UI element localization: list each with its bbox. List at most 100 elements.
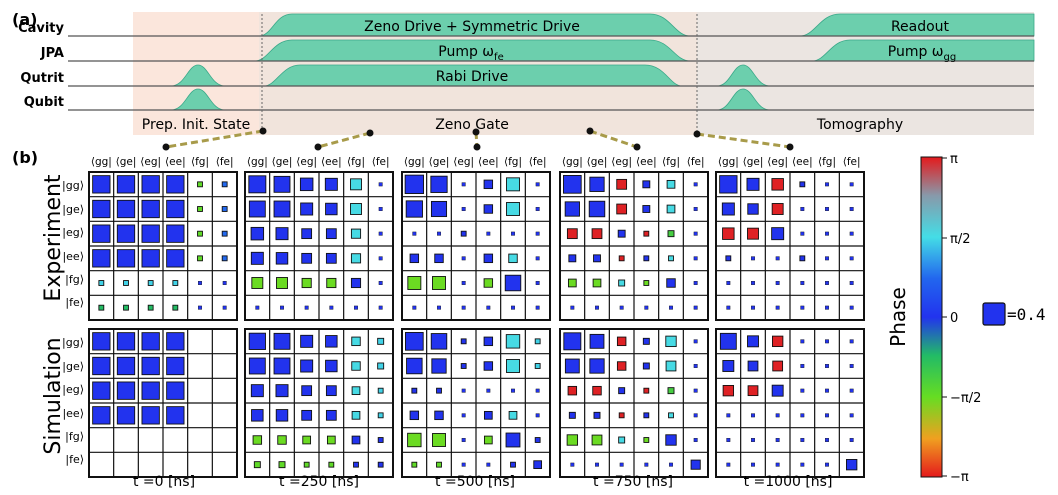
matrix-element-square bbox=[350, 277, 362, 289]
matrix-element-square bbox=[591, 228, 603, 240]
matrix-element-square bbox=[535, 256, 540, 261]
matrix-element-square bbox=[461, 305, 466, 310]
matrix-element-square bbox=[849, 305, 854, 310]
matrix-element-square bbox=[351, 435, 361, 445]
matrix-element-square bbox=[405, 332, 424, 351]
column-header: ⟨fe| bbox=[529, 156, 547, 168]
matrix-element-square bbox=[589, 333, 605, 349]
matrix-element-square bbox=[825, 182, 829, 187]
matrix-element-square bbox=[849, 339, 854, 344]
column-header: ⟨gg| bbox=[404, 156, 425, 168]
matrix-element-square bbox=[693, 388, 698, 393]
matrix-element-square bbox=[665, 434, 677, 446]
matrix-element-square bbox=[325, 252, 337, 264]
column-header: ⟨eg| bbox=[611, 156, 632, 168]
matrix-element-square bbox=[642, 180, 651, 189]
matrix-element-square bbox=[722, 360, 735, 372]
matrix-element-square bbox=[535, 388, 540, 393]
matrix-element-square bbox=[141, 199, 160, 219]
matrix-element-square bbox=[141, 332, 160, 351]
matrix-element-square bbox=[825, 413, 829, 418]
phase-gate-label: Zeno Gate bbox=[435, 117, 509, 133]
matrix-element-square bbox=[747, 335, 759, 348]
simulation-matrix-3 bbox=[559, 328, 709, 478]
matrix-element-square bbox=[772, 360, 784, 372]
matrix-element-square bbox=[141, 406, 160, 425]
matrix-element-square bbox=[166, 381, 185, 400]
matrix-element-square bbox=[377, 437, 384, 443]
matrix-element-square bbox=[849, 364, 854, 368]
matrix-element-square bbox=[461, 281, 466, 285]
matrix-element-square bbox=[461, 413, 466, 418]
row-label-jpa: JPA bbox=[40, 46, 64, 61]
matrix-element-square bbox=[617, 229, 626, 238]
matrix-element-square bbox=[589, 358, 605, 374]
matrix-element-square bbox=[483, 204, 494, 214]
matrix-element-square bbox=[771, 227, 785, 241]
matrix-element-square bbox=[434, 253, 444, 264]
scale-reference-square bbox=[982, 302, 1006, 326]
experiment-matrix-1 bbox=[244, 171, 394, 321]
matrix-element-square bbox=[248, 200, 266, 218]
matrix-element-square bbox=[275, 252, 289, 265]
matrix-element-square bbox=[432, 433, 446, 447]
matrix-element-square bbox=[378, 281, 383, 285]
matrix-element-square bbox=[775, 438, 780, 442]
colorbar-tick: π bbox=[950, 152, 958, 167]
matrix-element-square bbox=[221, 255, 228, 262]
matrix-element-square bbox=[535, 305, 540, 310]
matrix-element-square bbox=[666, 278, 676, 288]
qutrit-rabi-label: Rabi Drive bbox=[436, 69, 509, 85]
matrix-element-square bbox=[326, 277, 337, 289]
row-header: |fe⟩ bbox=[65, 453, 84, 466]
matrix-element-square bbox=[693, 231, 698, 236]
matrix-element-square bbox=[800, 462, 805, 467]
matrix-element-square bbox=[566, 228, 578, 240]
matrix-element-square bbox=[535, 413, 540, 418]
matrix-element-square bbox=[437, 231, 441, 236]
matrix-element-square bbox=[693, 413, 698, 418]
matrix-element-square bbox=[280, 305, 284, 310]
matrix-element-square bbox=[593, 411, 601, 419]
matrix-element-square bbox=[800, 364, 805, 368]
matrix-element-square bbox=[618, 412, 625, 419]
jpa-pump-gg-label: Pump ωgg bbox=[888, 44, 956, 63]
matrix-element-square bbox=[301, 252, 313, 264]
matrix-element-square bbox=[800, 339, 805, 344]
row-label-qutrit: Qutrit bbox=[20, 71, 64, 86]
matrix-element-square bbox=[508, 253, 518, 264]
simulation-matrix-2 bbox=[401, 328, 551, 478]
matrix-element-square bbox=[92, 175, 111, 194]
column-header: ⟨ge| bbox=[587, 156, 608, 168]
matrix-element-square bbox=[825, 231, 829, 236]
colorbar-ticks: π π/2 0 −π/2 −π bbox=[942, 152, 981, 485]
matrix-element-square bbox=[534, 437, 541, 443]
matrix-element-square bbox=[377, 412, 384, 419]
matrix-element-square bbox=[849, 281, 854, 285]
matrix-element-square bbox=[505, 432, 521, 448]
matrix-element-square bbox=[563, 175, 582, 194]
matrix-element-square bbox=[642, 337, 650, 345]
matrix-element-square bbox=[351, 386, 361, 396]
row-label-qubit: Qubit bbox=[24, 95, 64, 110]
matrix-element-square bbox=[486, 462, 491, 467]
matrix-element-square bbox=[116, 332, 136, 351]
matrix-element-square bbox=[483, 435, 493, 445]
matrix-element-square bbox=[303, 461, 310, 468]
matrix-element-square bbox=[618, 387, 626, 395]
matrix-element-square bbox=[116, 199, 136, 219]
matrix-element-square bbox=[250, 251, 264, 265]
matrix-element-square bbox=[775, 462, 780, 467]
column-header: ⟨gg| bbox=[718, 156, 739, 168]
matrix-element-square bbox=[461, 182, 466, 187]
column-header: ⟨fg| bbox=[818, 156, 836, 168]
matrix-element-square bbox=[800, 305, 805, 310]
matrix-element-square bbox=[92, 381, 111, 400]
matrix-element-square bbox=[849, 207, 854, 211]
matrix-element-square bbox=[666, 179, 676, 189]
matrix-element-square bbox=[619, 305, 624, 310]
matrix-element-square bbox=[825, 305, 829, 310]
matrix-element-square bbox=[250, 384, 264, 398]
matrix-element-square bbox=[771, 203, 784, 215]
